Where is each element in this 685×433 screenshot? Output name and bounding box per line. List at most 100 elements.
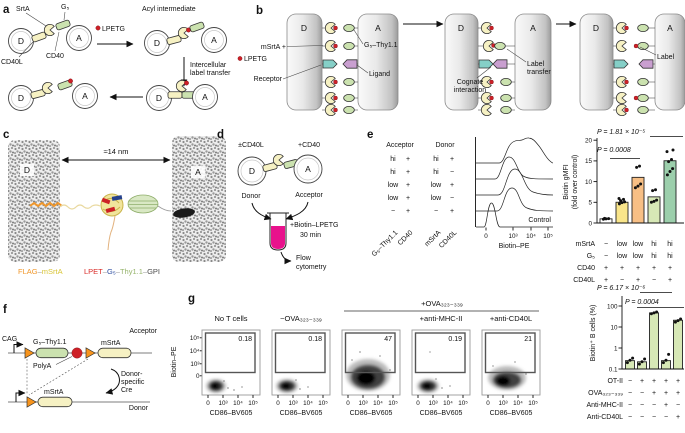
promoter-arrow-icon bbox=[15, 389, 26, 402]
data-point bbox=[625, 361, 629, 365]
cell: + bbox=[406, 156, 410, 163]
data-point bbox=[643, 357, 647, 361]
ligand-label: Ligand bbox=[369, 71, 390, 78]
svg-text:+: + bbox=[652, 390, 656, 397]
cell: − bbox=[450, 195, 454, 202]
label-text: Label bbox=[657, 54, 675, 61]
flow-plot-1: 0.18 0 10³ 10⁴ 10⁵ CD86–BV605 bbox=[201, 329, 261, 417]
svg-text:+: + bbox=[676, 390, 680, 397]
flow-label-2: cytometry bbox=[296, 264, 327, 271]
msrta-label: mSrtA bbox=[101, 340, 121, 347]
gate-value: 0.19 bbox=[448, 336, 462, 343]
acceptor-cell-letter: A bbox=[76, 33, 82, 43]
g-bar-chart: 100 10 1 0.1 Biotin⁺ B cells (%) P = 6.1… bbox=[586, 285, 684, 421]
cre-label-2: specific bbox=[121, 379, 145, 386]
svg-text:A: A bbox=[530, 23, 536, 33]
biotin-lpetg-label: +Biotin–LPETG bbox=[290, 222, 338, 229]
svg-text:10⁵: 10⁵ bbox=[318, 400, 328, 407]
svg-text:CD86–BV605: CD86–BV605 bbox=[280, 410, 323, 417]
e-ylabel-1: Biotin gMFI bbox=[563, 164, 570, 199]
time-label: 30 min bbox=[300, 232, 321, 239]
data-point bbox=[654, 188, 657, 192]
panel-f: f CAG G₅–Thy1.1 PolyA mSrtA Acceptor Don… bbox=[2, 304, 158, 412]
gate-value: 21 bbox=[524, 336, 532, 343]
svg-text:−: − bbox=[628, 414, 632, 421]
svg-text:A: A bbox=[305, 164, 311, 174]
panel-c-label: c bbox=[3, 129, 10, 141]
panel-g-label: g bbox=[188, 293, 195, 305]
lpet-g5-thy11-gpi-label: LPET–G₅–Thy1.1–GPI bbox=[84, 267, 160, 276]
cognate-label-1: Cognate bbox=[457, 79, 484, 86]
data-point bbox=[617, 202, 621, 206]
flow-plot-3: 47 0 10³ 10⁴ 10⁵ CD86–BV605 bbox=[341, 329, 401, 417]
svg-text:10³: 10³ bbox=[288, 400, 297, 407]
cell: − bbox=[450, 169, 454, 176]
svg-text:−: − bbox=[676, 402, 680, 409]
lpetg-label: LPETG bbox=[102, 26, 125, 33]
svg-text:low: low bbox=[617, 253, 628, 260]
data-point bbox=[665, 150, 669, 154]
svg-text:10³: 10³ bbox=[218, 400, 227, 407]
svg-text:10³: 10³ bbox=[358, 400, 367, 407]
svg-text:+: + bbox=[636, 265, 640, 272]
molecules-state2 bbox=[478, 21, 515, 117]
svg-text:−: − bbox=[604, 253, 608, 260]
e-pvalue-2: P = 0.0008 bbox=[597, 147, 631, 154]
svg-text:+: + bbox=[676, 414, 680, 421]
col-label: CD40 bbox=[397, 229, 415, 247]
g-xlabel: CD86–BV605 bbox=[210, 410, 253, 417]
panel-b-label: b bbox=[256, 5, 263, 17]
e-condition-table: Acceptor Donor hi + hi + hi + hi − low +… bbox=[371, 142, 459, 258]
svg-text:D: D bbox=[156, 93, 162, 103]
label-transfer-1: Label bbox=[527, 61, 545, 68]
msrta-cassette bbox=[37, 396, 73, 408]
hist-low-plus bbox=[476, 168, 554, 196]
g-bar-ylabel: Biotin⁺ B cells (%) bbox=[589, 305, 597, 362]
e-bar-chart: 0 5 10 15 20 Biotin gMFI (fold over cont… bbox=[563, 129, 684, 284]
svg-text:CD86–BV605: CD86–BV605 bbox=[420, 410, 463, 417]
cell: + bbox=[450, 156, 454, 163]
svg-text:0: 0 bbox=[416, 400, 420, 407]
data-point bbox=[668, 170, 672, 174]
data-point bbox=[636, 184, 640, 188]
bar bbox=[615, 201, 629, 224]
svg-text:−: − bbox=[640, 414, 644, 421]
svg-text:−: − bbox=[604, 241, 608, 248]
svg-text:CD40: CD40 bbox=[577, 265, 595, 272]
data-point bbox=[649, 200, 653, 204]
svg-text:CD40L: CD40L bbox=[573, 277, 595, 284]
data-point bbox=[665, 173, 669, 177]
data-point bbox=[676, 319, 680, 323]
data-point bbox=[667, 160, 671, 164]
svg-text:0: 0 bbox=[196, 373, 200, 380]
svg-text:+: + bbox=[652, 265, 656, 272]
cell: + bbox=[406, 195, 410, 202]
flow-label-1: Flow bbox=[296, 255, 312, 262]
e-ylabel-2: (fold over control) bbox=[572, 155, 579, 209]
svg-text:D: D bbox=[458, 23, 464, 33]
donor-cell-letter: D bbox=[18, 36, 24, 46]
promoter-arrow-icon bbox=[13, 341, 24, 353]
hist-hi-minus bbox=[476, 156, 554, 180]
svg-text:hi: hi bbox=[667, 253, 673, 260]
data-point bbox=[637, 362, 641, 366]
gate-value: 47 bbox=[384, 336, 392, 343]
data-point bbox=[661, 361, 665, 365]
col-label: G₅–Thy1.1 bbox=[371, 229, 400, 258]
svg-text:A: A bbox=[375, 23, 381, 33]
msrta-plus-label: mSrtA + bbox=[261, 44, 286, 51]
svg-text:+: + bbox=[664, 378, 668, 385]
data-point bbox=[635, 165, 639, 169]
cell: − bbox=[391, 208, 395, 215]
cell: + bbox=[450, 182, 454, 189]
svg-text:−: − bbox=[652, 277, 656, 284]
svg-text:low: low bbox=[617, 241, 628, 248]
svg-text:10³: 10³ bbox=[498, 400, 507, 407]
data-point bbox=[649, 312, 653, 316]
cell: hi bbox=[390, 169, 396, 176]
svg-text:10⁵: 10⁵ bbox=[458, 400, 468, 407]
data-point bbox=[622, 197, 625, 201]
data-point bbox=[655, 198, 659, 202]
panel-a-label: a bbox=[3, 4, 10, 16]
